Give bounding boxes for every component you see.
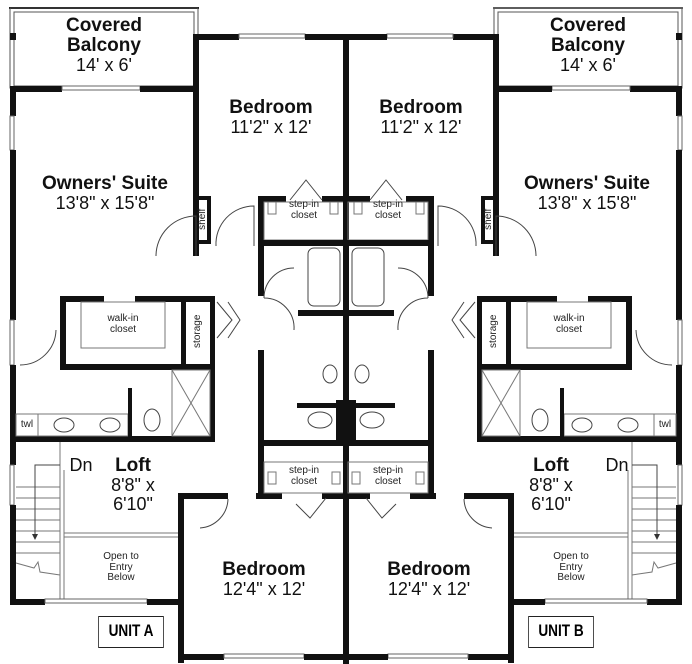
- unit-b-bedroom-bottom-label: Bedroom 12'4" x 12': [349, 560, 509, 599]
- unit-a-open-to-entry: Open to Entry Below: [64, 551, 178, 584]
- unit-b-step-in-bottom-l1: step-in: [372, 465, 403, 476]
- fixtures-unit-a: [19, 179, 341, 529]
- unit-a-step-in-closet-bottom: step-in closet: [264, 465, 344, 487]
- unit-a-balcony-name-2: Balcony: [67, 34, 141, 56]
- unit-a-bedroom-top-name: Bedroom: [229, 97, 313, 118]
- unit-b-bedroom-top-dim: 11'2" x 12': [380, 116, 462, 137]
- unit-b-balcony-name-2: Balcony: [551, 34, 625, 56]
- unit-b-balcony-name-1: Covered: [549, 15, 627, 36]
- unit-b-loft-name: Loft: [533, 455, 569, 476]
- unit-b-walk-in-l1: walk-in: [553, 313, 585, 324]
- unit-a-balcony-name-1: Covered: [65, 15, 143, 36]
- unit-a-step-in-top-l1: step-in: [288, 199, 319, 210]
- unit-b-loft-dim-2: 6'10": [531, 493, 571, 514]
- unit-b-balcony-dim: 14' x 6': [560, 54, 616, 75]
- unit-a-bedroom-bottom-label: Bedroom 12'4" x 12': [184, 560, 344, 599]
- unit-a-bedroom-top-label: Bedroom 11'2" x 12': [199, 98, 343, 137]
- unit-a-towel-text: twl: [20, 419, 34, 430]
- unit-b-towel-text: twl: [658, 419, 672, 430]
- unit-a-step-in-bottom-l2: closet: [290, 475, 318, 487]
- unit-a-towel-label: twl: [16, 419, 38, 431]
- unit-b-balcony-label: Covered Balcony 14' x 6': [498, 16, 678, 75]
- unit-a-bedroom-top-dim: 11'2" x 12': [230, 116, 312, 137]
- unit-b-walk-in-closet: walk-in closet: [527, 313, 611, 335]
- unit-a-open-l3: Below: [107, 572, 135, 583]
- unit-b-shelf-label: shelf: [474, 209, 504, 230]
- unit-b-stairs-label: Dn: [600, 456, 634, 475]
- unit-b-step-in-bottom-l2: closet: [374, 475, 402, 487]
- unit-a-walk-in-closet: walk-in closet: [81, 313, 165, 335]
- unit-a-balcony-label: Covered Balcony 14' x 6': [14, 16, 194, 75]
- unit-a-dn-text: Dn: [69, 455, 93, 475]
- unit-b-open-to-entry: Open to Entry Below: [514, 551, 628, 584]
- unit-a-shelf-text: shelf: [196, 208, 208, 230]
- unit-b-open-l1: Open to: [553, 551, 589, 562]
- unit-a-storage-text: storage: [191, 314, 203, 348]
- unit-a-balcony-dim: 14' x 6': [76, 54, 132, 75]
- unit-b-step-in-top-l2: closet: [374, 209, 402, 221]
- unit-b-loft-label: Loft 8'8" x 6'10": [516, 456, 586, 514]
- unit-b-owners-suite-dim: 13'8" x 15'8": [537, 192, 637, 213]
- unit-a-bedroom-bottom-name: Bedroom: [222, 559, 306, 580]
- unit-b-open-l2: Entry: [559, 561, 583, 573]
- unit-b-owners-suite-label: Owners' Suite 13'8" x 15'8": [498, 174, 676, 213]
- unit-b-shelf-text: shelf: [482, 208, 494, 230]
- unit-b-step-in-top-l1: step-in: [372, 199, 403, 210]
- unit-a-walls: [9, 7, 346, 663]
- unit-a-owners-suite-dim: 13'8" x 15'8": [55, 192, 155, 213]
- unit-a-open-l2: Entry: [109, 561, 133, 573]
- unit-b-walk-in-l2: closet: [555, 323, 583, 335]
- fixtures-unit-b: [351, 179, 673, 529]
- unit-a-loft-label: Loft 8'8" x 6'10": [98, 456, 168, 514]
- unit-b-storage-text: storage: [487, 314, 499, 348]
- unit-a-loft-dim-1: 8'8" x: [111, 474, 155, 495]
- unit-a-tag: UNIT A: [98, 616, 164, 648]
- unit-a-open-l1: Open to: [103, 551, 139, 562]
- unit-a-step-in-bottom-l1: step-in: [288, 465, 319, 476]
- unit-a-shelf-label: shelf: [188, 209, 218, 230]
- unit-a-step-in-closet-top: step-in closet: [264, 199, 344, 221]
- unit-a-bedroom-bottom-dim: 12'4" x 12': [222, 578, 306, 599]
- unit-a-owners-suite-label: Owners' Suite 13'8" x 15'8": [16, 174, 194, 213]
- unit-b-bedroom-top-label: Bedroom 11'2" x 12': [349, 98, 493, 137]
- unit-b-bedroom-top-name: Bedroom: [379, 97, 463, 118]
- unit-a-owners-suite-name: Owners' Suite: [42, 173, 168, 194]
- unit-b-loft-dim-1: 8'8" x: [529, 474, 573, 495]
- unit-a-loft-name: Loft: [115, 455, 151, 476]
- unit-b-step-in-closet-top: step-in closet: [348, 199, 428, 221]
- unit-b-tag: UNIT B: [528, 616, 594, 648]
- unit-a-step-in-top-l2: closet: [290, 209, 318, 221]
- unit-b-dn-text: Dn: [605, 455, 629, 475]
- unit-a-storage-label: storage: [170, 315, 226, 348]
- unit-b-towel-label: twl: [654, 419, 676, 431]
- unit-a-loft-dim-2: 6'10": [113, 493, 153, 514]
- unit-a-stairs-label: Dn: [64, 456, 98, 475]
- unit-b-open-l3: Below: [557, 572, 585, 583]
- unit-b-walls: [346, 7, 683, 663]
- unit-b-storage-label: storage: [466, 315, 522, 348]
- unit-b-bedroom-bottom-dim: 12'4" x 12': [387, 578, 471, 599]
- unit-b-bedroom-bottom-name: Bedroom: [387, 559, 471, 580]
- unit-b-step-in-closet-bottom: step-in closet: [348, 465, 428, 487]
- unit-a-walk-in-l1: walk-in: [107, 313, 139, 324]
- unit-b-owners-suite-name: Owners' Suite: [524, 173, 650, 194]
- stairs-a: [15, 464, 61, 576]
- unit-a-walk-in-l2: closet: [109, 323, 137, 335]
